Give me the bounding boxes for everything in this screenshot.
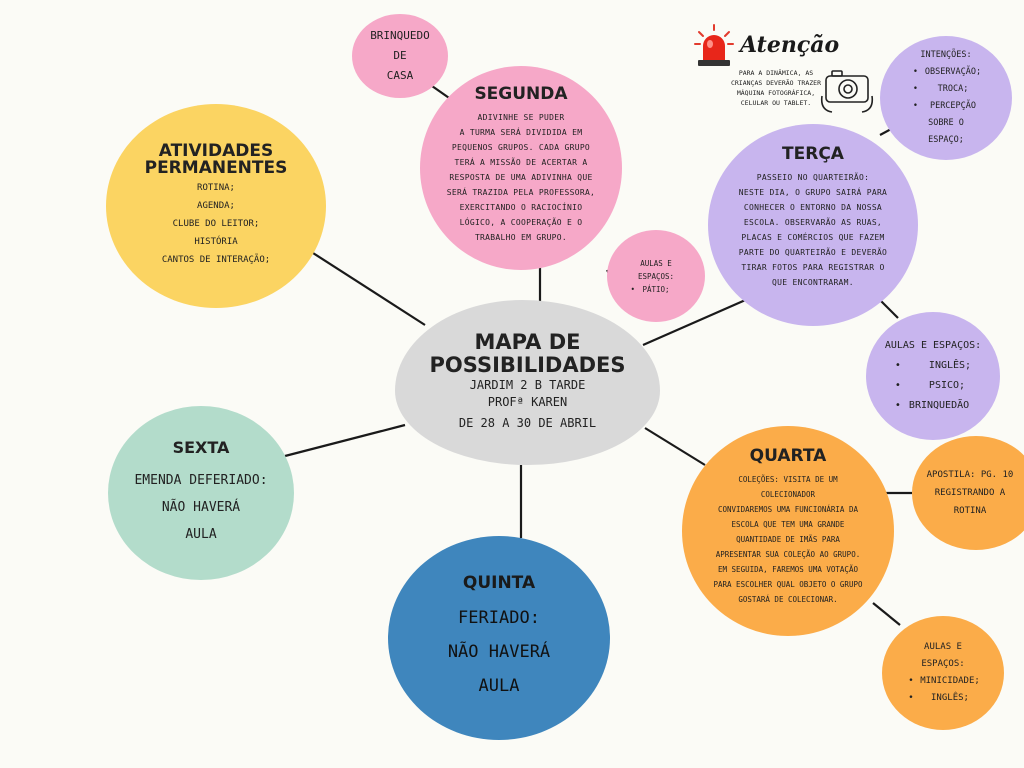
terca-line: CONHECER O ENTORNO DA NOSSA <box>743 203 883 212</box>
terca-node: TERÇA PASSEIO NO QUARTEIRÃO: NESTE DIA, … <box>708 124 918 326</box>
segunda-line: RESPOSTA DE UMA ADIVINHA QUE <box>449 173 593 182</box>
quarta-line: GOSTARÁ DE COLECIONAR. <box>738 595 838 604</box>
atividades-item: HISTÓRIA <box>194 237 238 247</box>
segunda-description: ADIVINHE SE PUDER A TURMA SERÁ DIVIDIDA … <box>447 110 595 245</box>
center-class: JARDIM 2 B TARDE <box>469 377 586 392</box>
terca-aulas-title: AULAS E ESPAÇOS: <box>884 340 982 351</box>
quarta-line: COLECIONADOR <box>760 490 816 499</box>
sexta-line3: AULA <box>185 527 217 542</box>
atividades-item: CANTOS DE INTERAÇÃO; <box>161 255 271 265</box>
atividades-item: ROTINA; <box>197 183 235 193</box>
atividades-title2: PERMANENTES <box>144 158 288 178</box>
quarta-aulas-node: AULAS E ESPAÇOS: MINICIDADE; INGLÊS; <box>882 616 1004 730</box>
quarta-aulas-item: INGLÊS; <box>908 690 980 707</box>
segunda-aulas-line2: ESPAÇOS: <box>637 271 675 281</box>
center-teacher: PROFª KAREN <box>487 394 568 409</box>
segunda-aulas-item: PÁTIO; <box>630 283 669 296</box>
atencao-line: CRIANÇAS DEVERÃO TRAZER <box>730 79 821 87</box>
atencao-line: MÁQUINA FOTOGRÁFICA, <box>736 89 816 97</box>
quarta-aulas-item: MINICIDADE; <box>908 673 980 690</box>
terca-line: ESCOLA. OBSERVARÃO AS RUAS, <box>743 218 883 227</box>
terca-line: PARTE DO QUARTEIRÃO E DEVERÃO <box>738 248 888 257</box>
quarta-line: EM SEGUIDA, FAREMOS UMA VOTAÇÃO <box>718 565 858 574</box>
intencoes-item-cont: ESPAÇO; <box>928 135 964 145</box>
quinta-line1: FERIADO: <box>458 608 540 628</box>
segunda-line: ADIVINHE SE PUDER <box>477 113 565 122</box>
atencao-title: Atenção <box>740 32 840 58</box>
brinquedo-node: BRINQUEDO DE CASA <box>352 14 448 98</box>
terca-description: PASSEIO NO QUARTEIRÃO: NESTE DIA, O GRUP… <box>739 170 887 290</box>
center-node: MAPA DE POSSIBILIDADES JARDIM 2 B TARDE … <box>395 300 660 465</box>
segunda-line: EXERCITANDO O RACIOCÍNIO <box>459 203 583 212</box>
atencao-line: CELULAR OU TABLET. <box>740 99 812 107</box>
terca-line: TIRAR FOTOS PARA REGISTRAR O <box>741 263 885 272</box>
atividades-item: AGENDA; <box>197 201 235 211</box>
quarta-line: APRESENTAR SUA COLEÇÃO AO GRUPO. <box>715 550 861 559</box>
intencoes-title: INTENÇÕES: <box>920 50 972 60</box>
atencao-line: PARA A DINÂMICA, AS <box>738 69 814 77</box>
sexta-node: SEXTA EMENDA DEFERIADO: NÃO HAVERÁ AULA <box>108 406 294 580</box>
segunda-node: SEGUNDA ADIVINHE SE PUDER A TURMA SERÁ D… <box>420 66 622 270</box>
segunda-title: SEGUNDA <box>474 84 568 104</box>
terca-line: QUE ENCONTRARAM. <box>772 278 854 287</box>
terca-line: PLACAS E COMÉRCIOS QUE FAZEM <box>741 233 885 242</box>
quinta-title: QUINTA <box>462 573 536 593</box>
intencoes-item: PERCEPÇÃO <box>913 98 981 115</box>
terca-line: NESTE DIA, O GRUPO SAIRÁ PARA <box>738 188 888 197</box>
quarta-aulas-line2: ESPAÇOS: <box>921 659 965 669</box>
segunda-line: PEQUENOS GRUPOS. CADA GRUPO <box>451 143 591 152</box>
brinquedo-line2: DE <box>393 49 407 62</box>
atividades-node: ATIVIDADES PERMANENTES ROTINA; AGENDA; C… <box>106 104 326 308</box>
sexta-title: SEXTA <box>172 438 230 457</box>
quinta-line2: NÃO HAVERÁ <box>447 642 551 662</box>
segunda-line: SERÁ TRAZIDA PELA PROFESSORA, <box>446 188 596 197</box>
intencoes-node: INTENÇÕES: OBSERVAÇÃO; TROCA; PERCEPÇÃO … <box>880 36 1012 160</box>
quarta-line: QUANTIDADE DE IMÃS PARA <box>736 535 840 544</box>
segunda-line: LÓGICO, A COOPERAÇÃO E O <box>459 218 583 227</box>
apostila-line3: ROTINA <box>953 506 987 516</box>
center-dates: DE 28 A 30 DE ABRIL <box>458 415 597 430</box>
atividades-list: ROTINA; AGENDA; CLUBE DO LEITOR; HISTÓRI… <box>162 179 270 269</box>
sexta-line2: NÃO HAVERÁ <box>161 500 241 515</box>
quarta-description: COLEÇÕES: VISITA DE UM COLECIONADOR CONV… <box>713 472 862 607</box>
terca-aulas-item: PSICO; <box>895 376 971 396</box>
segunda-aulas-line1: AULAS E <box>640 258 672 268</box>
atencao-block: Atenção PARA A DINÂMICA, AS CRIANÇAS DEV… <box>690 20 880 120</box>
segunda-line: TERÁ A MISSÃO DE ACERTAR A <box>454 158 588 167</box>
atividades-title1: ATIVIDADES <box>158 141 274 161</box>
camera-icon <box>820 70 874 113</box>
brinquedo-line3: CASA <box>386 69 414 82</box>
quinta-node: QUINTA FERIADO: NÃO HAVERÁ AULA <box>388 536 610 740</box>
quarta-line: PARA ESCOLHER QUAL OBJETO O GRUPO <box>713 580 863 589</box>
segunda-line: TRABALHO EM GRUPO. <box>474 233 568 242</box>
segunda-line: A TURMA SERÁ DIVIDIDA EM <box>459 128 583 137</box>
center-title-line1: MAPA DE <box>474 329 581 354</box>
quarta-aulas-line1: AULAS E <box>924 642 962 652</box>
apostila-line2: REGISTRANDO A <box>934 488 1006 498</box>
quarta-line: COLEÇÕES: VISITA DE UM <box>738 475 838 484</box>
quarta-line: ESCOLA QUE TEM UMA GRANDE <box>731 520 845 529</box>
sexta-line1: EMENDA DEFERIADO: <box>134 473 268 488</box>
atencao-text: PARA A DINÂMICA, AS CRIANÇAS DEVERÃO TRA… <box>726 68 826 108</box>
terca-aulas-item: INGLÊS; <box>895 356 971 376</box>
quarta-title: QUARTA <box>749 446 827 466</box>
apostila-line1: APOSTILA: PG. 10 <box>926 470 1014 480</box>
brinquedo-line1: BRINQUEDO <box>370 29 430 42</box>
center-title-line2: POSSIBILIDADES <box>429 352 626 377</box>
terca-aulas-node: AULAS E ESPAÇOS: INGLÊS; PSICO; BRINQUED… <box>866 312 1000 440</box>
quarta-node: QUARTA COLEÇÕES: VISITA DE UM COLECIONAD… <box>682 426 894 636</box>
terca-title: TERÇA <box>782 144 844 164</box>
siren-icon <box>694 24 734 66</box>
intencoes-item: OBSERVAÇÃO; <box>913 64 981 81</box>
apostila-node: APOSTILA: PG. 10 REGISTRANDO A ROTINA <box>912 436 1024 550</box>
segunda-aulas-node: AULAS E ESPAÇOS: PÁTIO; <box>607 230 705 322</box>
intencoes-item-cont: SOBRE O <box>928 118 964 128</box>
quarta-line: CONVIDAREMOS UMA FUNCIONÁRIA DA <box>718 505 858 514</box>
terca-aulas-item: BRINQUEDÃO <box>895 396 971 416</box>
terca-line: PASSEIO NO QUARTEIRÃO: <box>756 173 870 182</box>
intencoes-item: TROCA; <box>913 81 981 98</box>
atividades-item: CLUBE DO LEITOR; <box>172 219 260 229</box>
quinta-line3: AULA <box>478 676 520 696</box>
